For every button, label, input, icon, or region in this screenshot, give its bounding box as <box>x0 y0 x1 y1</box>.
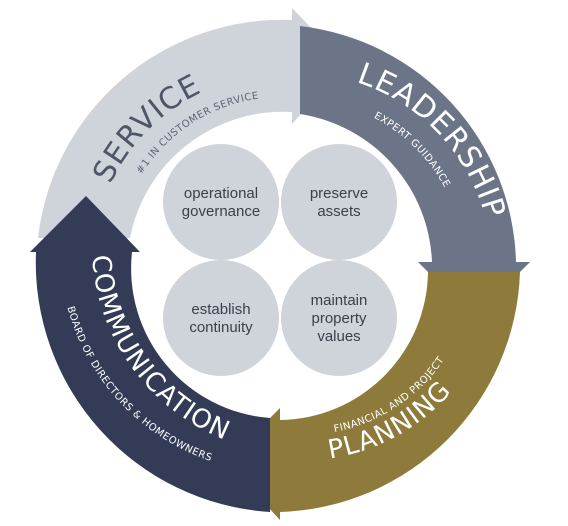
circle-text-line: assets <box>317 203 360 220</box>
center-circle-bottom-left: establish continuity <box>163 260 279 376</box>
circle-text-line: values <box>317 328 360 345</box>
circle-text-line: preserve <box>310 185 368 202</box>
circle-text-line: continuity <box>189 319 253 336</box>
center-circle-top-right: preserve assets <box>281 144 397 260</box>
circle-text-line: governance <box>182 203 260 220</box>
circle-text-line: property <box>311 310 367 327</box>
circle-text-line: establish <box>191 301 250 318</box>
service-arrow <box>38 8 346 238</box>
communication-arrow <box>30 196 270 512</box>
leadership-arrow <box>300 26 530 318</box>
planning-arrow <box>226 272 520 520</box>
circle-text-line: maintain <box>311 292 368 309</box>
center-circle-bottom-right: maintain property values <box>281 260 397 376</box>
center-circle-top-left: operational governance <box>163 144 279 260</box>
circle-text-line: operational <box>184 185 258 202</box>
